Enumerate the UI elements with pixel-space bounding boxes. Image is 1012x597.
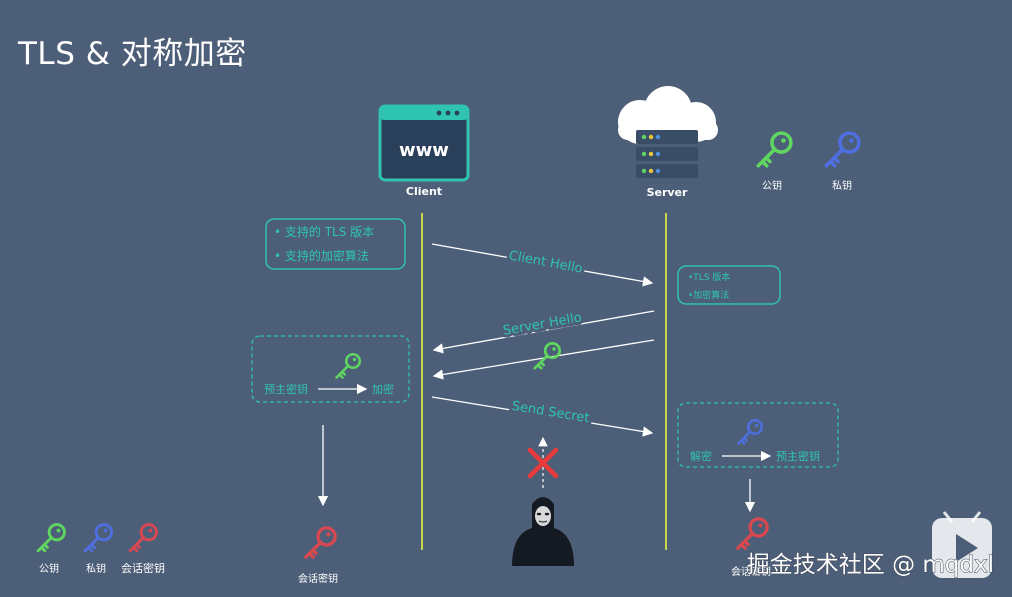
legend-public-key: 公钥 [762, 179, 782, 192]
legend-private-key: 私钥 [832, 179, 852, 192]
legend-bottom-public-key: 公钥 [39, 562, 59, 575]
legend-bottom-session-key-icon [128, 523, 158, 553]
server-selection-box: •TLS 版本 •加密算法 [677, 265, 781, 305]
server-session-key-icon [736, 517, 769, 550]
watermark-logo [932, 511, 992, 578]
transfer-public-key-icon [533, 342, 561, 370]
legend-bottom-session-key: 会话密钥 [121, 561, 165, 575]
client-encrypt-to: 加密 [372, 382, 394, 396]
server-decrypt-to: 预主密钥 [776, 449, 820, 463]
client-encrypt-box: 预主密钥 加密 [251, 335, 410, 403]
server-hello-arrow [432, 310, 655, 354]
server-decrypt-from: 解密 [690, 449, 712, 463]
send-secret-arrow [431, 396, 654, 437]
browser-screen-text: www [399, 140, 449, 161]
client-hello-label: Client Hello [508, 248, 584, 276]
server-label: Server [647, 186, 688, 199]
send-secret-label: Send Secret [511, 399, 591, 426]
legend-bottom-private-key-icon [83, 523, 113, 553]
watermark-text: 掘金技术社区 @ mqdxl [747, 552, 994, 578]
server-decrypt-box: 解密 预主密钥 [677, 402, 839, 468]
server-box-line1: •TLS 版本 [688, 271, 730, 283]
server-rack-icon [636, 130, 698, 178]
server-hello-label: Server Hello [502, 310, 583, 339]
blocked-x-icon [527, 447, 559, 479]
legend-bottom-private-key: 私钥 [86, 562, 106, 575]
private-key-icon [824, 131, 861, 168]
encrypt-public-key-icon [335, 352, 362, 379]
client-label: Client [406, 185, 442, 198]
client-browser-icon: www [378, 104, 470, 182]
client-capabilities-box: • 支持的 TLS 版本 • 支持的加密算法 [265, 218, 406, 270]
page-title: TLS & 对称加密 [18, 36, 247, 72]
hacker-icon [512, 497, 574, 566]
server-box-line2: •加密算法 [688, 289, 729, 301]
legend-bottom-public-key-icon [36, 523, 66, 553]
decrypt-private-key-icon [737, 418, 764, 445]
client-session-key-icon [304, 526, 337, 559]
client-box-line1: • 支持的 TLS 版本 [274, 224, 374, 239]
server-session-key-label: 会话密钥 [731, 565, 771, 578]
client-box-line2: • 支持的加密算法 [274, 248, 369, 263]
client-encrypt-from: 预主密钥 [264, 382, 308, 396]
client-hello-arrow [431, 243, 654, 287]
public-key-icon [756, 131, 793, 168]
client-session-key-label: 会话密钥 [298, 572, 338, 585]
